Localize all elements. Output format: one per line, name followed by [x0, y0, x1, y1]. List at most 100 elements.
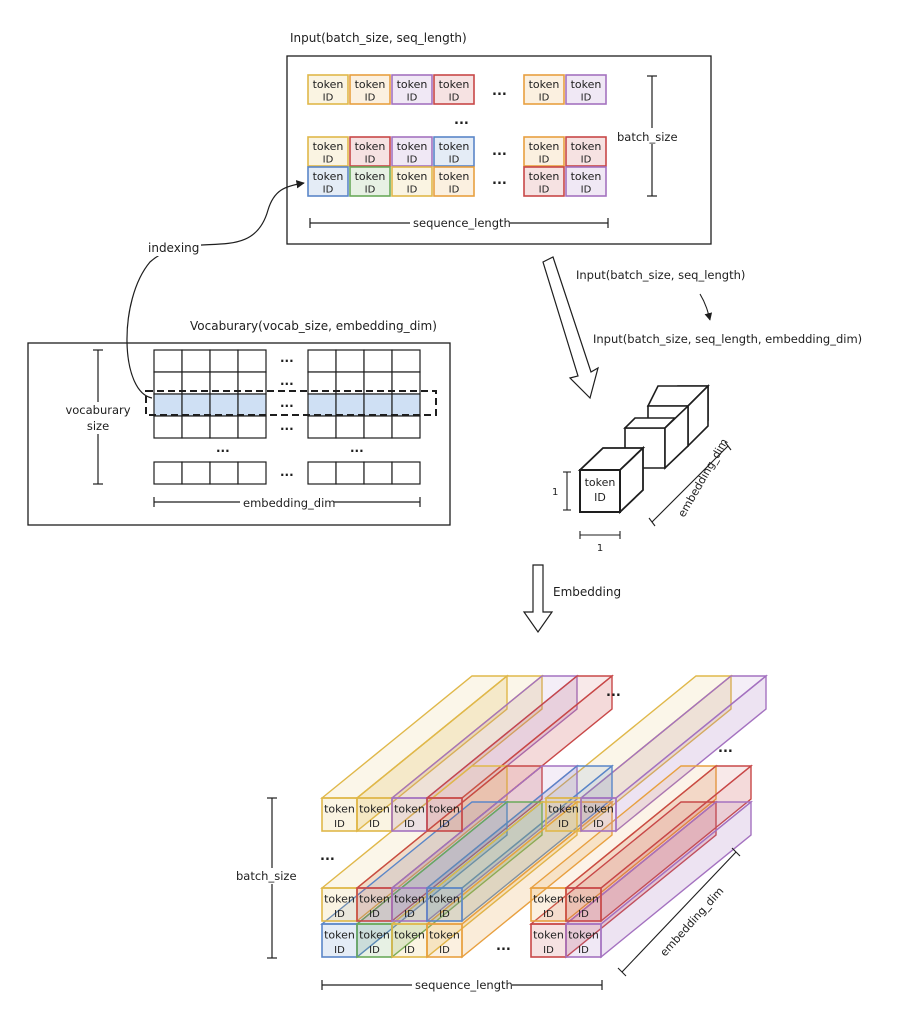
vocab-cell	[209, 349, 239, 373]
cell-label-line1: token	[397, 78, 428, 91]
cell-label-line2: ID	[578, 909, 589, 920]
vocab-cell	[391, 461, 421, 485]
cell-label-line2: ID	[539, 155, 550, 166]
cell-label-line1: token	[313, 78, 344, 91]
cell-label-line2: ID	[558, 819, 569, 830]
vocab-cell	[237, 393, 267, 417]
vocab-cell	[181, 349, 211, 373]
cell-label-line2: ID	[449, 185, 460, 196]
cell-label-line2: ID	[581, 185, 592, 196]
cell-label-line2: ID	[439, 819, 450, 830]
input-seq-label: sequence_length	[413, 216, 511, 230]
cell-label-line1: token	[429, 803, 460, 816]
vocab-panel-title: Vocaburary(vocab_size, embedding_dim)	[190, 319, 437, 333]
cell-label-line1: token	[359, 893, 390, 906]
shape-small-arrow	[699, 293, 713, 321]
cell-label-line2: ID	[404, 909, 415, 920]
cell-label-line1: token	[355, 170, 386, 183]
cell-label-line2: ID	[449, 155, 460, 166]
cell-label-line1: token	[571, 170, 602, 183]
cell-label-line2: ID	[334, 945, 345, 956]
svg-text:...: ...	[280, 465, 294, 479]
cell-label-line2: ID	[334, 909, 345, 920]
cell-label-line1: token	[548, 803, 579, 816]
vocab-size-label-line2: size	[87, 419, 109, 433]
vocab-cell	[335, 461, 365, 485]
cell-label-line1: token	[359, 803, 390, 816]
embedding-arrow-label: Embedding	[553, 585, 621, 599]
cell-label-line1: token	[571, 140, 602, 153]
cell-label-line2: ID	[593, 819, 604, 830]
vocab-cell	[181, 415, 211, 439]
cell-label-line2: ID	[365, 93, 376, 104]
cell-label-line2: ID	[581, 155, 592, 166]
cell-label-line2: ID	[334, 819, 345, 830]
cell-label-line2: ID	[369, 819, 380, 830]
cell-label-line1: token	[533, 929, 564, 942]
svg-text:...: ...	[496, 939, 511, 954]
output-seq-label: sequence_length	[415, 978, 513, 992]
input-panel-frame	[286, 55, 712, 245]
cell-label-line2: ID	[578, 945, 589, 956]
shape-to-label: Input(batch_size, seq_length, embedding_…	[593, 332, 862, 346]
svg-text:...: ...	[216, 441, 230, 455]
cell-label-line1: token	[429, 929, 460, 942]
cube-label-line1: token	[585, 476, 616, 489]
cell-label-line2: ID	[404, 819, 415, 830]
output-token-grid: tokenIDtokenIDtokenIDtokenIDtokenIDtoken…	[321, 797, 617, 958]
transform-arrow	[542, 256, 599, 400]
cell-label-line1: token	[394, 893, 425, 906]
svg-text:...: ...	[280, 396, 294, 410]
cell-label-line1: token	[394, 929, 425, 942]
vocab-size-label-line1: vocaburary	[65, 403, 130, 417]
vocab-selected-row	[145, 390, 437, 416]
cell-label-line1: token	[568, 893, 599, 906]
vocab-cell	[391, 393, 421, 417]
cell-label-line1: token	[313, 170, 344, 183]
vocab-matrix	[153, 349, 421, 485]
vocab-cell	[237, 415, 267, 439]
vocab-cell	[181, 393, 211, 417]
token-cube: token ID	[577, 384, 710, 515]
svg-text:...: ...	[606, 685, 621, 700]
vocab-cell	[153, 349, 183, 373]
cell-label-line1: token	[439, 140, 470, 153]
cell-label-line2: ID	[543, 909, 554, 920]
cell-label-line1: token	[394, 803, 425, 816]
input-ellipsis-row2: ...	[492, 144, 507, 159]
cell-label-line2: ID	[581, 93, 592, 104]
cell-label-line2: ID	[365, 155, 376, 166]
vocab-cell	[153, 393, 183, 417]
cell-label-line1: token	[533, 893, 564, 906]
vocab-cell	[209, 415, 239, 439]
cell-label-line2: ID	[365, 185, 376, 196]
cell-label-line2: ID	[323, 185, 334, 196]
vocab-cell	[209, 461, 239, 485]
input-ellipsis-row1: ...	[492, 84, 507, 99]
cell-label-line2: ID	[369, 945, 380, 956]
cell-label-line2: ID	[543, 945, 554, 956]
output-ellipses: ... ... ... ...	[320, 685, 733, 954]
